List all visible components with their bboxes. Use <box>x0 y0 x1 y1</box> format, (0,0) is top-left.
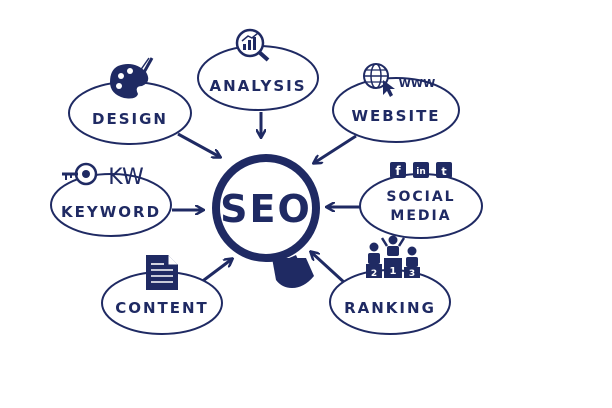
keyword-ellipse <box>50 173 172 237</box>
key-target-icon: KW <box>62 162 144 190</box>
svg-text:in: in <box>416 167 426 177</box>
palette-icon <box>110 57 154 99</box>
node-ranking: 2 1 3 RANKING <box>329 235 451 335</box>
globe-cursor-icon: WWW <box>363 63 435 97</box>
node-social-media: f in t SOCIAL MEDIA <box>359 162 483 239</box>
node-keyword: KW KEYWORD <box>50 162 172 237</box>
person-2-icon <box>368 242 380 264</box>
social-icons: f in t <box>390 162 452 178</box>
node-design: DESIGN <box>68 57 192 145</box>
arrow-ranking <box>311 252 348 286</box>
linkedin-icon <box>413 162 429 178</box>
keyword-label: KEYWORD <box>61 203 161 221</box>
seo-label: SEO <box>220 187 312 231</box>
social-label-line2: MEDIA <box>390 208 451 224</box>
svg-text:1: 1 <box>390 266 397 277</box>
arrow-design <box>177 132 220 157</box>
arrow-content <box>199 259 232 285</box>
arrow-website <box>314 134 357 163</box>
social-media-ellipse <box>359 173 483 239</box>
analysis-label: ANALYSIS <box>209 77 306 95</box>
svg-text:f: f <box>395 164 401 178</box>
www-text: WWW <box>399 77 435 90</box>
podium-third <box>404 267 420 278</box>
ranking-label: RANKING <box>344 299 436 317</box>
facebook-icon <box>390 162 406 178</box>
kw-text: KW <box>108 165 144 190</box>
node-website: WWW WEBSITE <box>332 63 460 143</box>
design-label: DESIGN <box>92 110 168 128</box>
svg-text:2: 2 <box>371 269 377 279</box>
chart-magnifier-icon <box>235 28 270 62</box>
svg-text:t: t <box>441 165 446 178</box>
website-ellipse <box>332 77 460 143</box>
magnifier-icon <box>272 258 314 288</box>
document-icon <box>146 255 178 290</box>
website-label: WEBSITE <box>351 107 440 125</box>
twitter-icon <box>436 162 452 178</box>
social-label-line1: SOCIAL <box>386 189 455 205</box>
svg-text:3: 3 <box>409 269 415 279</box>
podium-icon: 2 1 3 <box>366 235 420 279</box>
podium-first <box>384 258 402 278</box>
person-1-icon <box>380 235 406 256</box>
person-3-icon <box>406 246 418 267</box>
node-content: CONTENT <box>101 255 223 335</box>
podium-second <box>366 264 382 278</box>
node-analysis: ANALYSIS <box>197 28 319 111</box>
seo-magnifier: SEO <box>212 154 320 288</box>
content-label: CONTENT <box>115 299 209 317</box>
